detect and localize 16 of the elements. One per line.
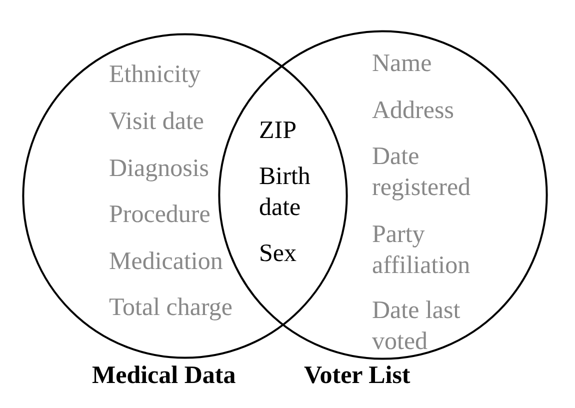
attribute-label: Date last voted xyxy=(372,296,462,357)
shared-attribute-label: ZIP xyxy=(259,116,296,146)
set-title: Voter List xyxy=(304,361,410,391)
attribute-label: Medication xyxy=(109,247,223,277)
attribute-label: Party affiliation xyxy=(372,220,472,281)
attribute-label: Diagnosis xyxy=(109,154,209,184)
attribute-label: Ethnicity xyxy=(109,60,201,90)
attribute-label: Address xyxy=(372,96,454,126)
attribute-label: Visit date xyxy=(109,107,204,137)
attribute-label: Procedure xyxy=(109,200,210,230)
attribute-label: Name xyxy=(372,49,432,79)
attribute-label: Date registered xyxy=(372,142,472,203)
shared-attribute-label: Birth date xyxy=(259,162,312,223)
shared-attribute-label: Sex xyxy=(259,239,296,269)
set-title: Medical Data xyxy=(92,361,236,391)
attribute-label: Total charge xyxy=(109,293,232,323)
